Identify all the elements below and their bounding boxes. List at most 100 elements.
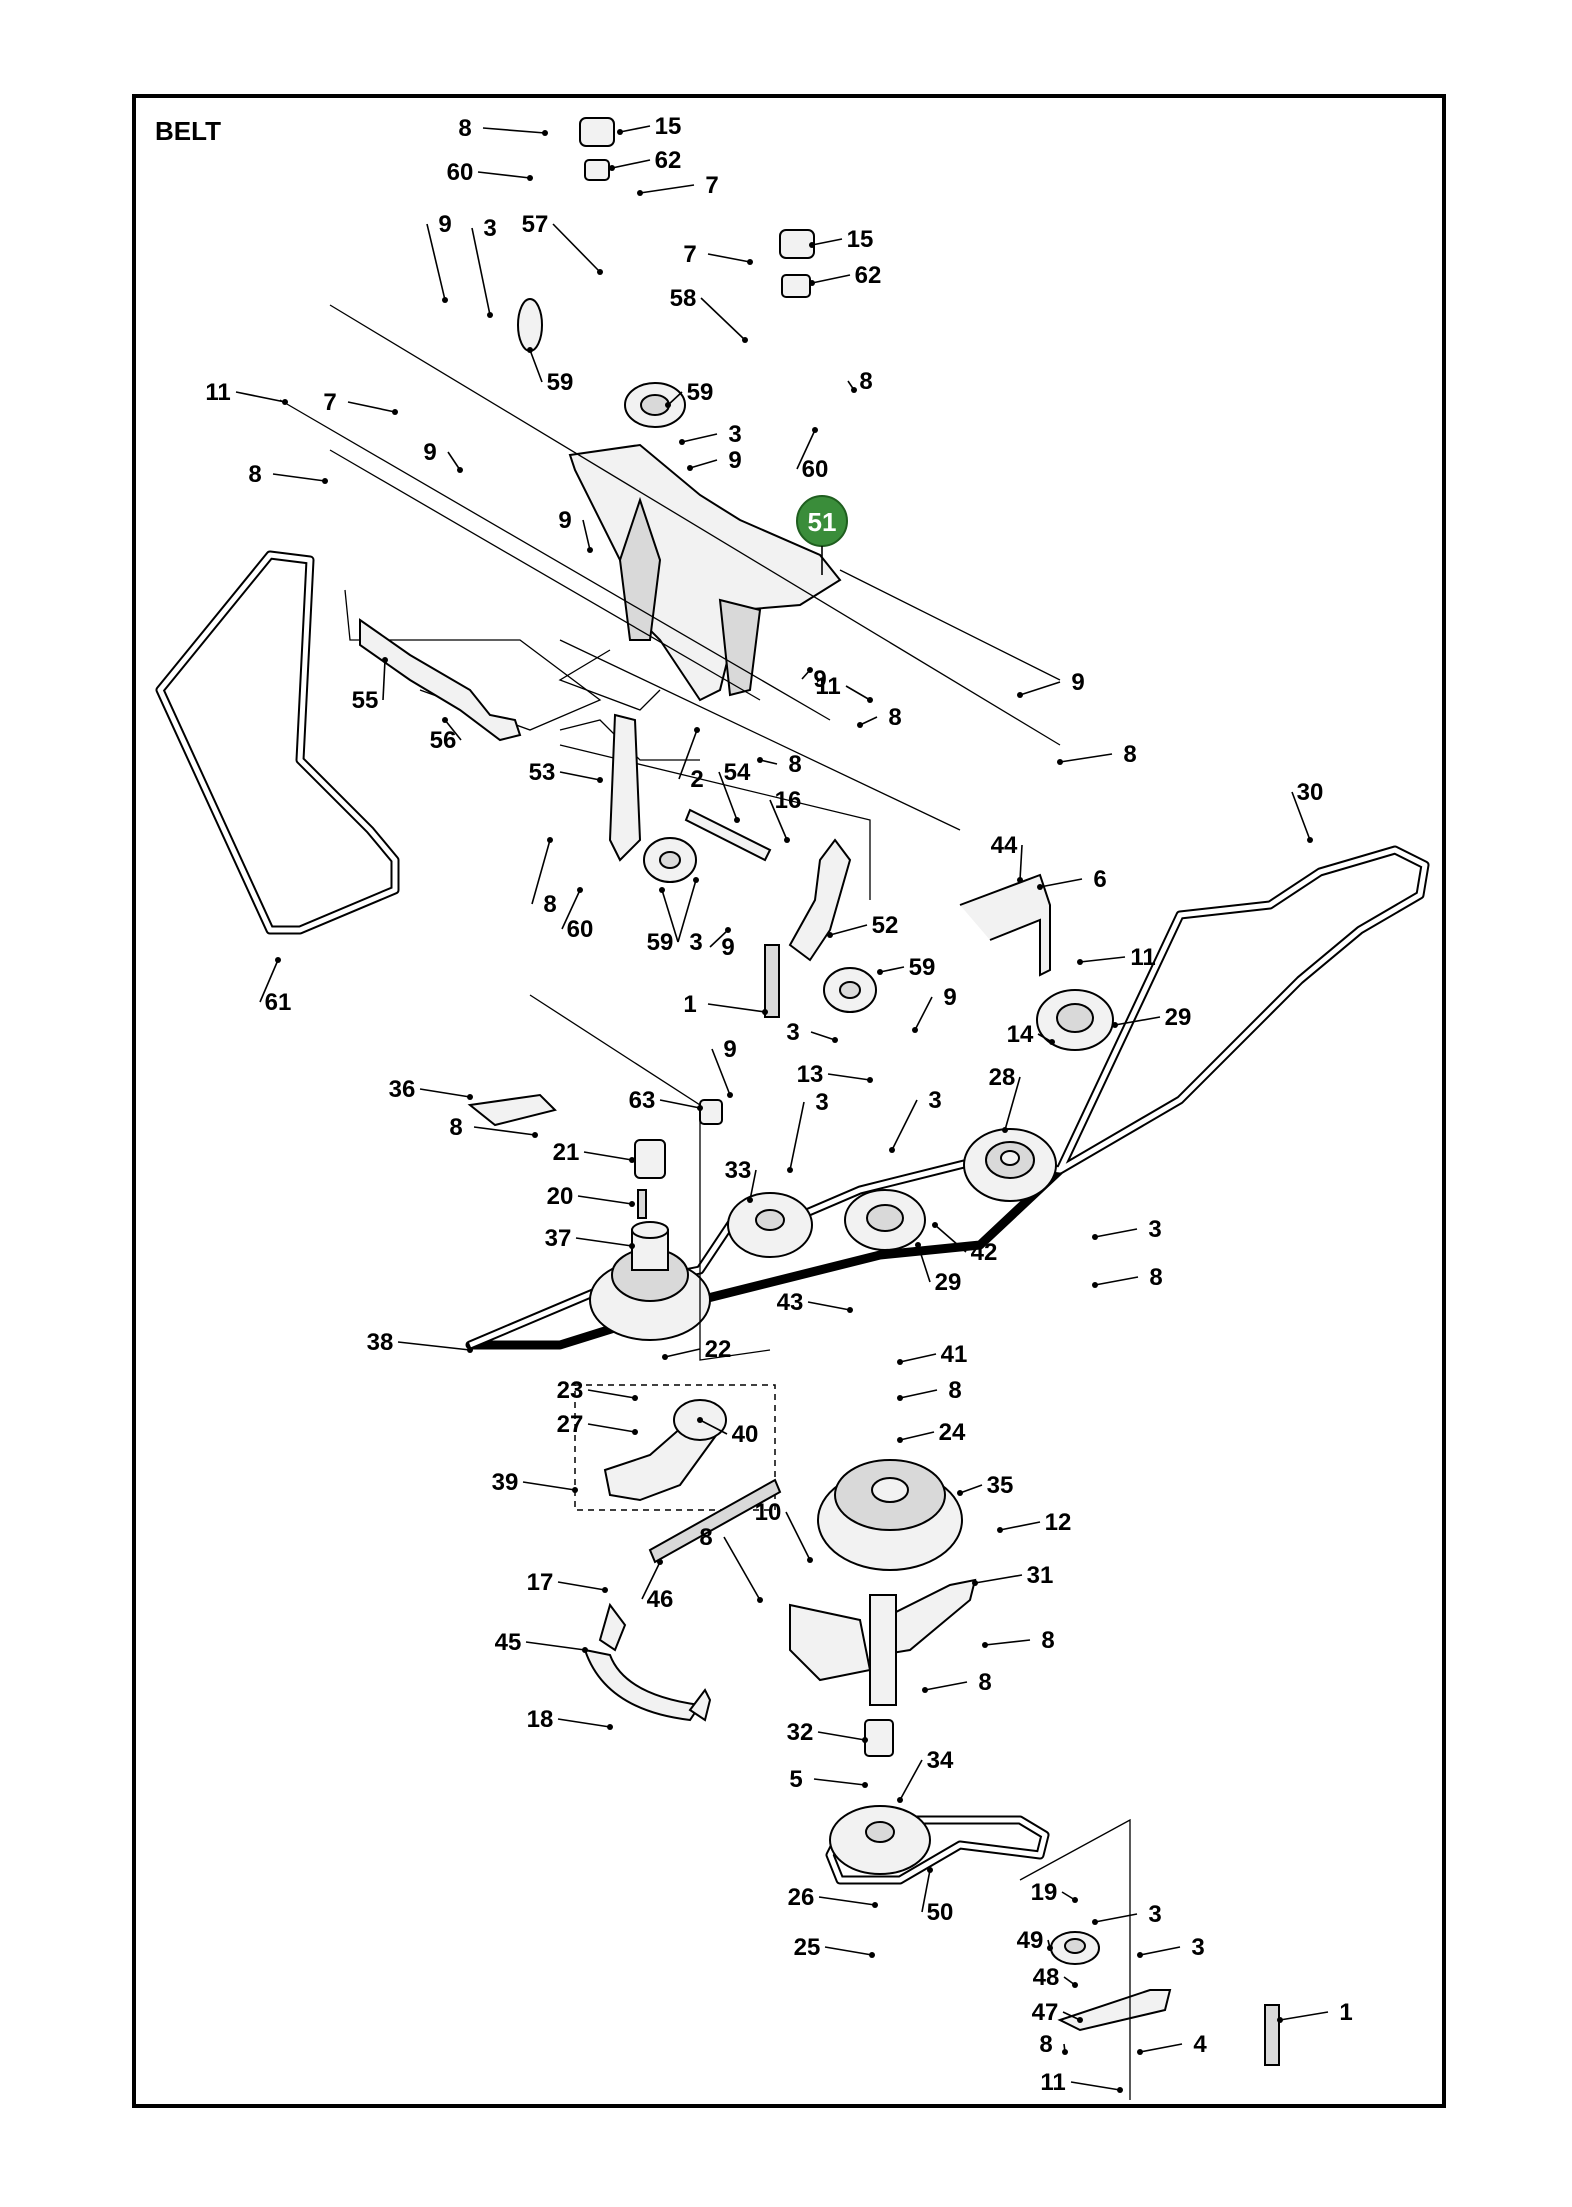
callout-3[interactable]: 3 bbox=[1148, 1216, 1161, 1243]
callout-38[interactable]: 38 bbox=[367, 1329, 394, 1356]
callout-1[interactable]: 1 bbox=[1339, 1999, 1352, 2026]
callout-59[interactable]: 59 bbox=[687, 379, 714, 406]
callout-28[interactable]: 28 bbox=[989, 1064, 1016, 1091]
callout-52[interactable]: 52 bbox=[872, 912, 899, 939]
callout-8[interactable]: 8 bbox=[449, 1114, 462, 1141]
callout-21[interactable]: 21 bbox=[553, 1139, 580, 1166]
callout-41[interactable]: 41 bbox=[941, 1341, 968, 1368]
callout-51-highlight[interactable]: 51 bbox=[796, 495, 848, 575]
callout-9[interactable]: 9 bbox=[943, 984, 956, 1011]
callout-44[interactable]: 44 bbox=[991, 832, 1018, 859]
callout-60[interactable]: 60 bbox=[447, 159, 474, 186]
callout-60[interactable]: 60 bbox=[567, 916, 594, 943]
callout-18[interactable]: 18 bbox=[527, 1706, 554, 1733]
callout-11[interactable]: 11 bbox=[205, 379, 230, 406]
callout-10[interactable]: 10 bbox=[755, 1499, 782, 1526]
callout-40[interactable]: 40 bbox=[732, 1421, 759, 1448]
callout-39[interactable]: 39 bbox=[492, 1469, 519, 1496]
callout-11[interactable]: 11 bbox=[1130, 944, 1155, 971]
callout-31[interactable]: 31 bbox=[1027, 1562, 1054, 1589]
callout-59[interactable]: 59 bbox=[547, 369, 574, 396]
callout-24[interactable]: 24 bbox=[939, 1419, 966, 1446]
callout-55[interactable]: 55 bbox=[352, 687, 379, 714]
callout-62[interactable]: 62 bbox=[855, 262, 882, 289]
callout-11[interactable]: 11 bbox=[815, 673, 840, 700]
callout-33[interactable]: 33 bbox=[725, 1157, 752, 1184]
callout-8[interactable]: 8 bbox=[978, 1669, 991, 1696]
callout-9[interactable]: 9 bbox=[723, 1036, 736, 1063]
callout-13[interactable]: 13 bbox=[797, 1061, 824, 1088]
callout-11[interactable]: 11 bbox=[1040, 2069, 1065, 2096]
callout-3[interactable]: 3 bbox=[1148, 1901, 1161, 1928]
callout-8[interactable]: 8 bbox=[1123, 741, 1136, 768]
callout-62[interactable]: 62 bbox=[655, 147, 682, 174]
callout-9[interactable]: 9 bbox=[1071, 669, 1084, 696]
callout-9[interactable]: 9 bbox=[721, 934, 734, 961]
callout-2[interactable]: 2 bbox=[690, 766, 703, 793]
callout-46[interactable]: 46 bbox=[647, 1586, 674, 1613]
callout-3[interactable]: 3 bbox=[815, 1089, 828, 1116]
callout-25[interactable]: 25 bbox=[794, 1934, 821, 1961]
callout-53[interactable]: 53 bbox=[529, 759, 556, 786]
callout-9[interactable]: 9 bbox=[423, 439, 436, 466]
callout-59[interactable]: 59 bbox=[647, 929, 674, 956]
callout-16[interactable]: 16 bbox=[775, 787, 802, 814]
callout-8[interactable]: 8 bbox=[543, 891, 556, 918]
callout-34[interactable]: 34 bbox=[927, 1747, 954, 1774]
callout-42[interactable]: 42 bbox=[971, 1239, 998, 1266]
callout-3[interactable]: 3 bbox=[689, 929, 702, 956]
callout-61[interactable]: 61 bbox=[265, 989, 292, 1016]
callout-49[interactable]: 49 bbox=[1017, 1927, 1044, 1954]
callout-9[interactable]: 9 bbox=[728, 447, 741, 474]
callout-12[interactable]: 12 bbox=[1045, 1509, 1072, 1536]
callout-23[interactable]: 23 bbox=[557, 1377, 584, 1404]
callout-59[interactable]: 59 bbox=[909, 954, 936, 981]
callout-63[interactable]: 63 bbox=[629, 1087, 656, 1114]
callout-8[interactable]: 8 bbox=[248, 461, 261, 488]
callout-8[interactable]: 8 bbox=[788, 751, 801, 778]
callout-9[interactable]: 9 bbox=[558, 507, 571, 534]
callout-14[interactable]: 14 bbox=[1007, 1021, 1034, 1048]
callout-7[interactable]: 7 bbox=[705, 172, 718, 199]
callout-1[interactable]: 1 bbox=[683, 991, 696, 1018]
callout-36[interactable]: 36 bbox=[389, 1076, 416, 1103]
callout-8[interactable]: 8 bbox=[948, 1377, 961, 1404]
callout-50[interactable]: 50 bbox=[927, 1899, 954, 1926]
callout-43[interactable]: 43 bbox=[777, 1289, 804, 1316]
callout-15[interactable]: 15 bbox=[847, 226, 874, 253]
callout-22[interactable]: 22 bbox=[705, 1336, 732, 1363]
callout-8[interactable]: 8 bbox=[888, 704, 901, 731]
callout-20[interactable]: 20 bbox=[547, 1183, 574, 1210]
callout-8[interactable]: 8 bbox=[699, 1524, 712, 1551]
callout-7[interactable]: 7 bbox=[323, 389, 336, 416]
callout-3[interactable]: 3 bbox=[483, 215, 496, 242]
callout-35[interactable]: 35 bbox=[987, 1472, 1014, 1499]
callout-4[interactable]: 4 bbox=[1193, 2031, 1207, 2058]
callout-48[interactable]: 48 bbox=[1033, 1964, 1060, 1991]
callout-7[interactable]: 7 bbox=[683, 241, 696, 268]
callout-9[interactable]: 9 bbox=[813, 666, 826, 693]
callout-27[interactable]: 27 bbox=[557, 1411, 584, 1438]
callout-47[interactable]: 47 bbox=[1032, 1999, 1059, 2026]
callout-3[interactable]: 3 bbox=[786, 1019, 799, 1046]
callout-54[interactable]: 54 bbox=[724, 759, 751, 786]
callout-29[interactable]: 29 bbox=[935, 1269, 962, 1296]
callout-26[interactable]: 26 bbox=[788, 1884, 815, 1911]
callout-45[interactable]: 45 bbox=[495, 1629, 522, 1656]
callout-6[interactable]: 6 bbox=[1093, 866, 1106, 893]
callout-19[interactable]: 19 bbox=[1031, 1879, 1058, 1906]
callout-29[interactable]: 29 bbox=[1165, 1004, 1192, 1031]
callout-58[interactable]: 58 bbox=[670, 285, 697, 312]
callout-9[interactable]: 9 bbox=[438, 211, 451, 238]
callout-3[interactable]: 3 bbox=[928, 1087, 941, 1114]
callout-15[interactable]: 15 bbox=[655, 113, 682, 140]
callout-5[interactable]: 5 bbox=[789, 1766, 802, 1793]
callout-8[interactable]: 8 bbox=[1039, 2031, 1052, 2058]
callout-57[interactable]: 57 bbox=[522, 211, 549, 238]
callout-3[interactable]: 3 bbox=[1191, 1934, 1204, 1961]
callout-32[interactable]: 32 bbox=[787, 1719, 814, 1746]
callout-17[interactable]: 17 bbox=[527, 1569, 554, 1596]
callout-37[interactable]: 37 bbox=[545, 1225, 572, 1252]
callout-56[interactable]: 56 bbox=[430, 727, 457, 754]
callout-8[interactable]: 8 bbox=[458, 115, 471, 142]
